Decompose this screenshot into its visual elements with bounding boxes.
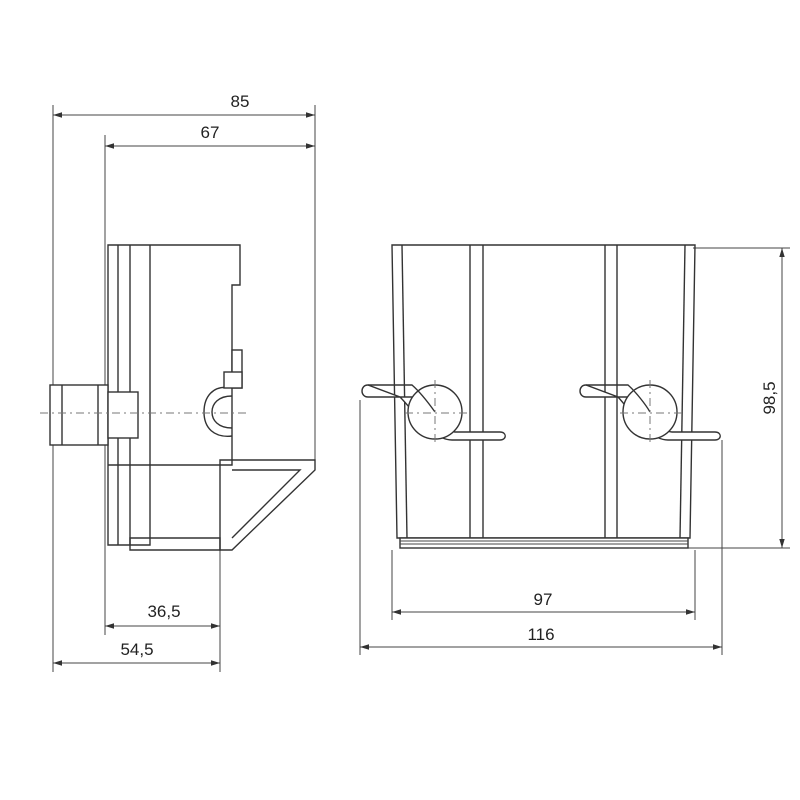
dim-front-width-outer: 116: [527, 625, 554, 644]
dim-side-width-upper: 67: [201, 123, 220, 142]
dim-front-width-inner: 97: [534, 590, 553, 609]
dim-side-lower-inner: 36,5: [147, 602, 180, 621]
front-view: 98,5 97 116: [359, 244, 790, 655]
dim-side-lower-outer: 54,5: [120, 640, 153, 659]
dim-side-width-total: 85: [231, 92, 250, 111]
dim-front-height: 98,5: [760, 381, 779, 414]
side-view: 85 67 36,5 54,5: [40, 92, 316, 672]
